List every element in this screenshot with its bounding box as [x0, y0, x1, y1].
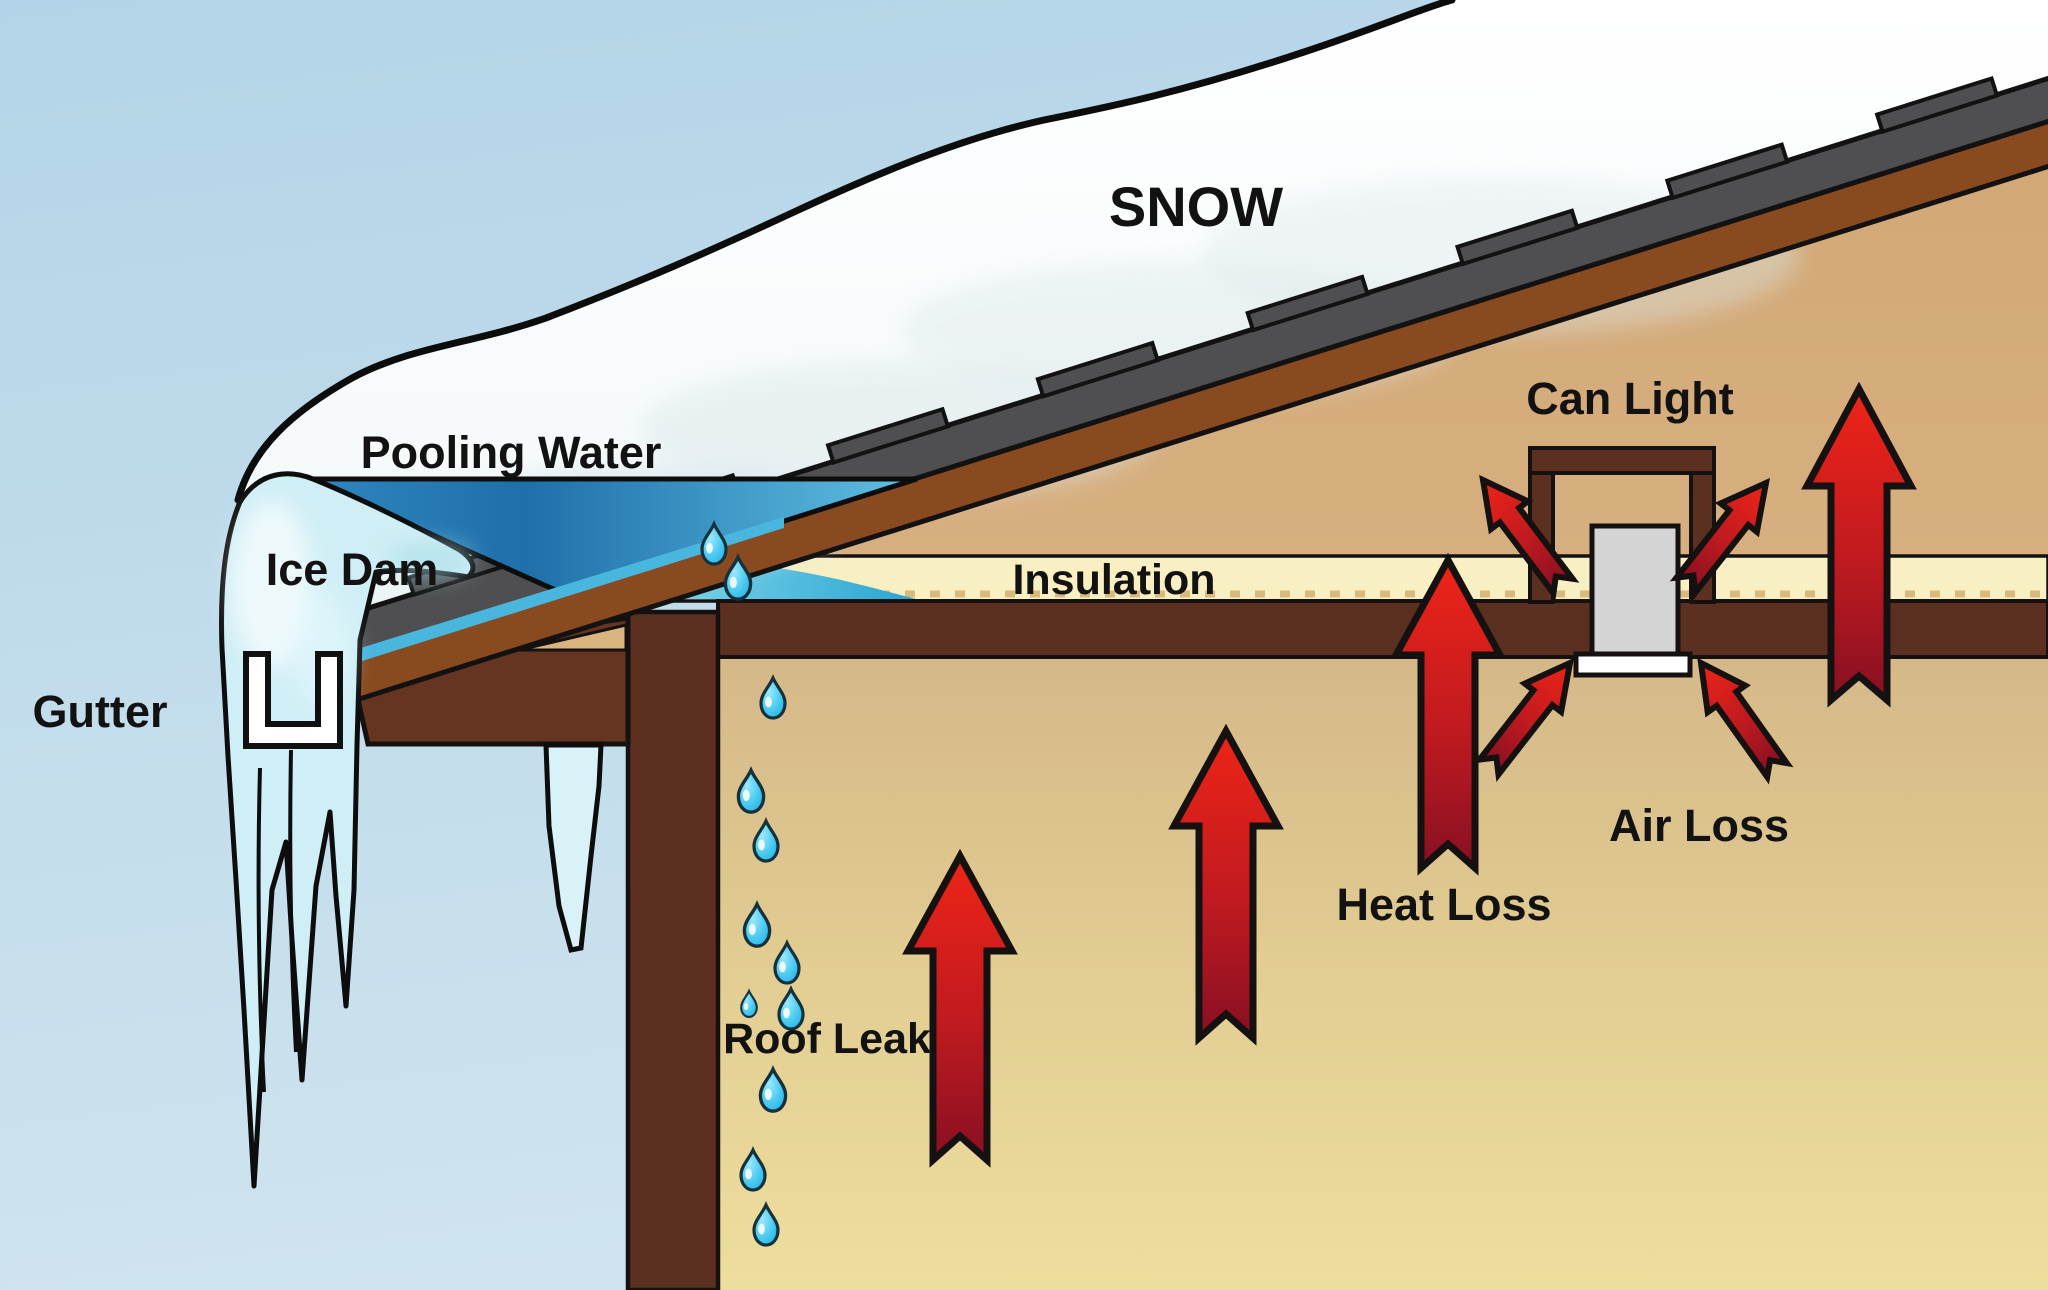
snow-outline: [234, 0, 1456, 504]
can-light-trim-plate: [1573, 651, 1693, 678]
air-arrow-attic-right: [1669, 477, 1771, 600]
water-drop-icon: [773, 939, 801, 985]
can-light-canister: [1589, 523, 1681, 661]
water-drop-icon: [700, 520, 728, 566]
water-drop-icon: [752, 817, 780, 863]
air-arrow-room-right: [1697, 657, 1794, 785]
ice-dam-mass: [219, 471, 476, 1189]
water-drop-icon: [777, 985, 805, 1031]
can-light-frame-top: [1528, 446, 1716, 475]
water-drop-icon: [742, 900, 772, 948]
label-pooling-water: Pooling Water: [361, 427, 662, 478]
label-snow: SNOW: [1109, 175, 1283, 238]
air-arrow-room-left: [1472, 657, 1574, 782]
label-can-light: Can Light: [1526, 373, 1733, 424]
water-drop-icon: [759, 674, 787, 720]
gutter-channel: [243, 651, 343, 749]
heat-air-arrows: [902, 381, 1917, 1168]
water-drop-icon: [723, 553, 753, 601]
label-air-loss: Air Loss: [1609, 800, 1789, 851]
heat-arrow-heat-loss: [1390, 552, 1506, 876]
icicle-strand-line: [256, 767, 266, 1093]
water-drop-icon: [740, 988, 758, 1018]
water-film-on-shingles: [354, 517, 784, 661]
insulation-layer: [654, 554, 2048, 603]
heat-arrow-room-mid: [1168, 723, 1284, 1046]
label-heat-loss: Heat Loss: [1336, 879, 1551, 930]
label-ice-dam: Ice Dam: [266, 544, 439, 595]
water-drop-icon: [752, 1201, 780, 1247]
label-roof-leak: Roof Leak: [723, 1015, 931, 1063]
label-gutter: Gutter: [33, 686, 168, 737]
label-insulation: Insulation: [1012, 556, 1215, 604]
heat-arrow-right: [1801, 381, 1917, 708]
heat-arrow-room-left: [902, 848, 1018, 1168]
water-drop-icon: [736, 766, 766, 814]
water-drops: [700, 520, 805, 1247]
water-drop-icon: [758, 1065, 788, 1113]
water-drop-icon: [739, 1146, 767, 1192]
air-arrow-attic-left: [1479, 474, 1580, 601]
eave-tan-wedge: [518, 623, 628, 652]
exterior-wall: [625, 609, 721, 1290]
room-interior: [718, 657, 2048, 1290]
icicle-strand-line: [288, 749, 298, 1053]
soffit-icicle: [543, 742, 604, 953]
